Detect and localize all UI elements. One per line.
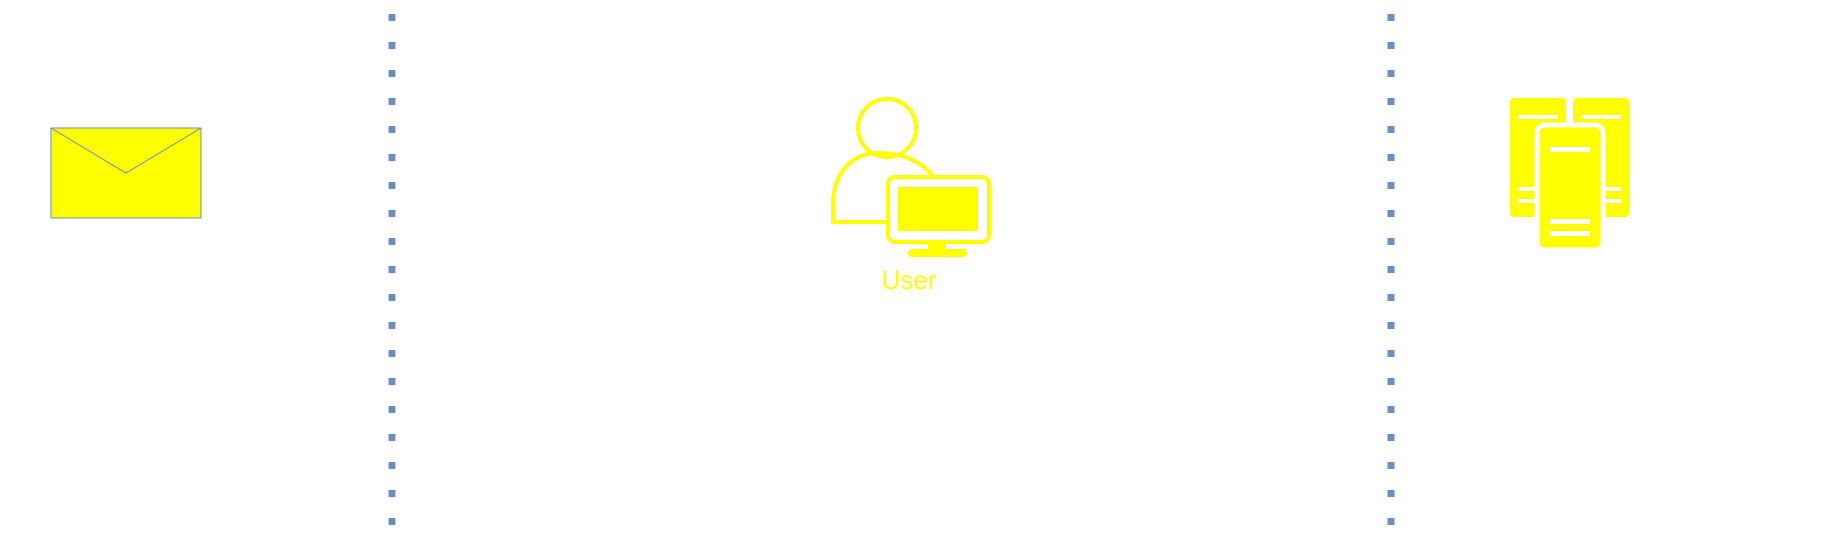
user-head-icon — [856, 97, 918, 159]
envelope-icon — [50, 127, 202, 219]
user-computer-icon — [831, 97, 991, 257]
user-label: User — [882, 265, 937, 295]
server-front-icon — [1534, 122, 1606, 253]
user-body-icon — [831, 150, 935, 224]
server-cluster-icon — [1510, 98, 1629, 253]
monitor-screen-icon — [898, 187, 978, 231]
